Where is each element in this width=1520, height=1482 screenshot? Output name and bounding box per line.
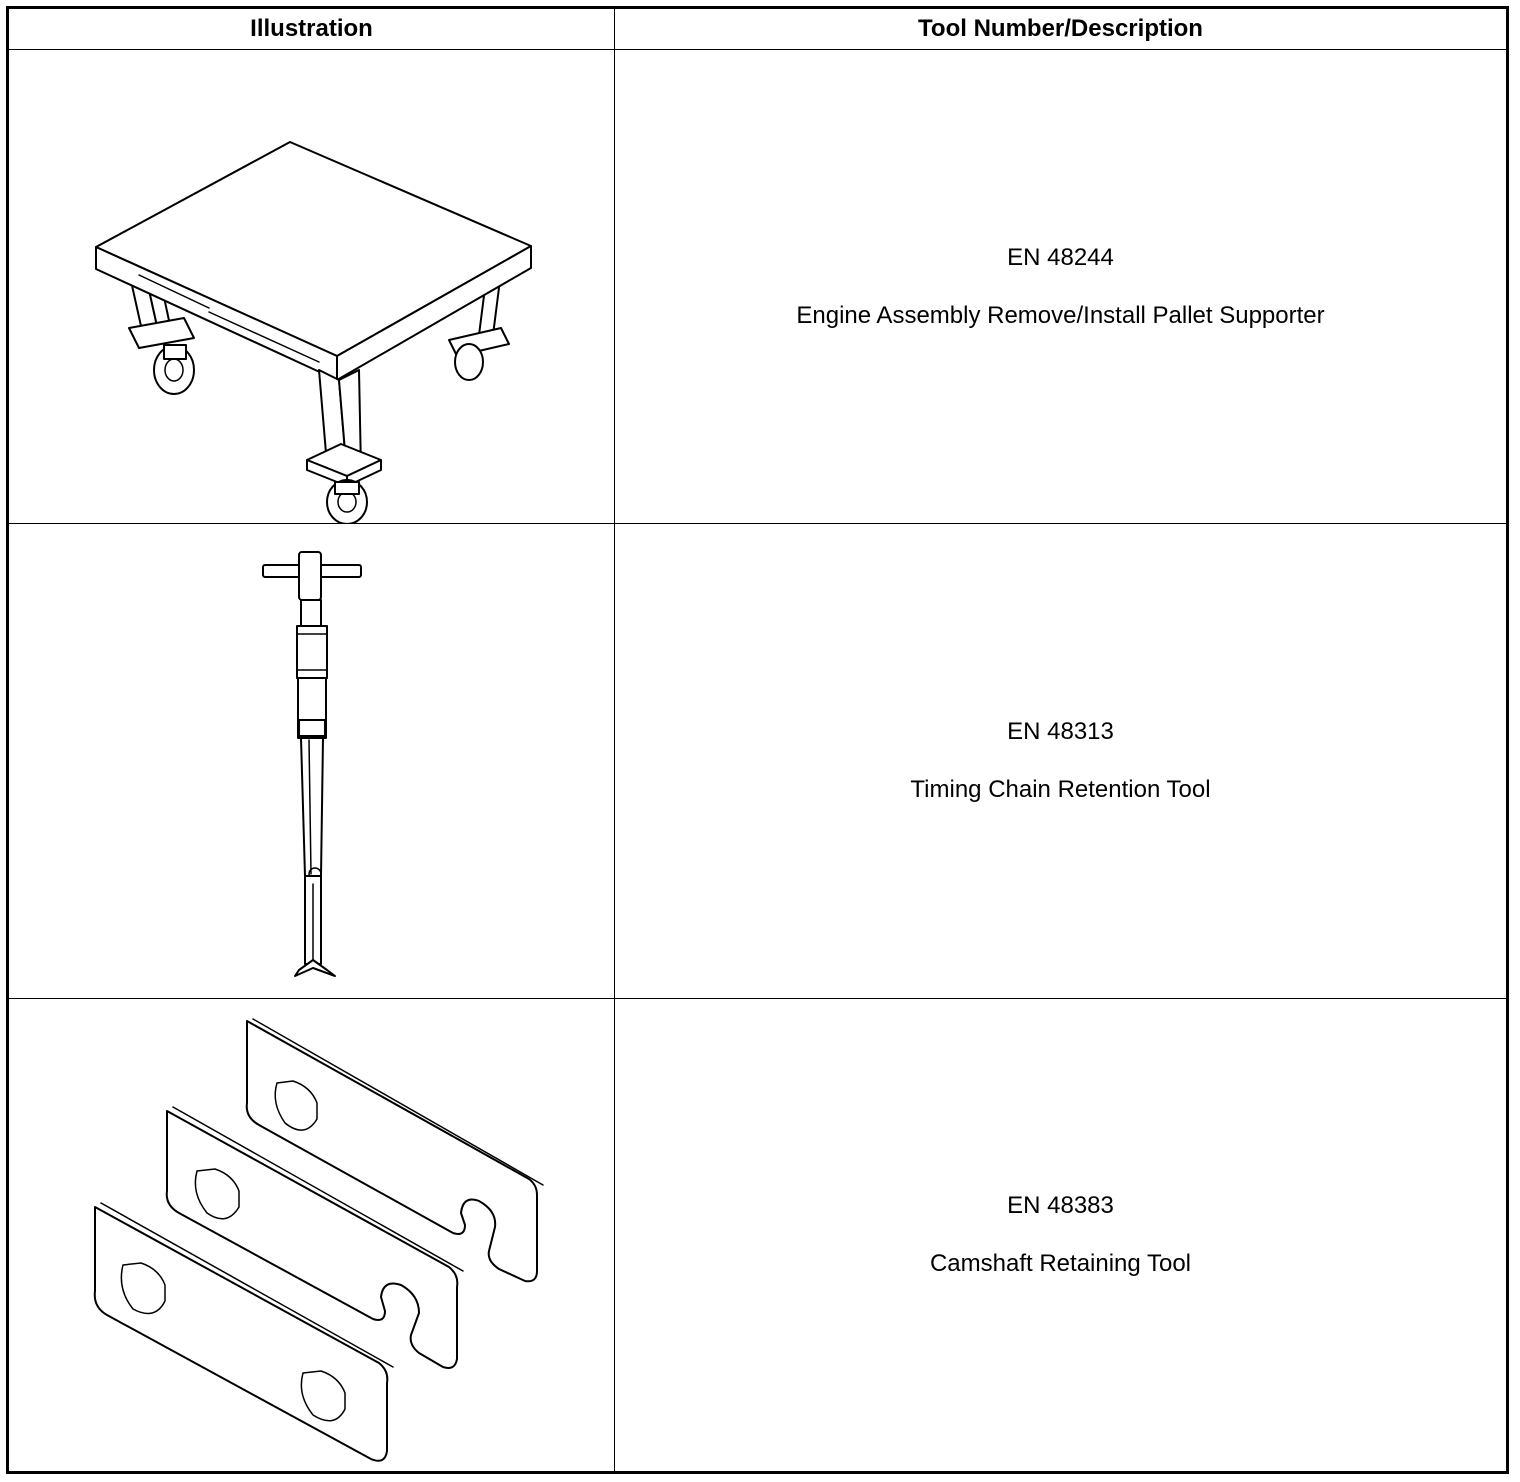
tool-number: EN 48313 xyxy=(1007,717,1114,745)
table-row: EN 48244 Engine Assembly Remove/Install … xyxy=(7,49,1508,525)
illustration-cell xyxy=(7,49,615,525)
retaining-plate-back xyxy=(245,1017,544,1282)
description-cell: EN 48383 Camshaft Retaining Tool xyxy=(614,997,1508,1474)
camshaft-retaining-tool-illustration xyxy=(93,1017,544,1462)
retaining-plate-middle xyxy=(165,1105,464,1369)
retaining-plate-front xyxy=(93,1201,394,1462)
table-row: EN 48383 Camshaft Retaining Tool xyxy=(7,997,1508,1474)
header-tool-description: Tool Number/Description xyxy=(614,6,1508,51)
illustration-cell xyxy=(7,997,615,1474)
tool-description: Engine Assembly Remove/Install Pallet Su… xyxy=(796,301,1325,329)
header-illustration: Illustration xyxy=(7,6,615,51)
tool-description: Timing Chain Retention Tool xyxy=(910,775,1211,803)
special-tools-table: Illustration Tool Number/Description xyxy=(6,6,1509,1474)
description-cell: EN 48244 Engine Assembly Remove/Install … xyxy=(614,49,1508,525)
description-cell: EN 48313 Timing Chain Retention Tool xyxy=(614,523,1508,999)
tool-number: EN 48244 xyxy=(1007,243,1114,271)
tool-number: EN 48383 xyxy=(1007,1191,1114,1219)
timing-chain-retention-tool-illustration xyxy=(262,551,362,978)
tool-description: Camshaft Retaining Tool xyxy=(929,1249,1192,1277)
table-row: EN 48313 Timing Chain Retention Tool xyxy=(7,523,1508,999)
pallet-supporter-illustration xyxy=(95,141,532,525)
illustration-cell xyxy=(7,523,615,999)
table-header-row: Illustration Tool Number/Description xyxy=(7,6,1508,51)
